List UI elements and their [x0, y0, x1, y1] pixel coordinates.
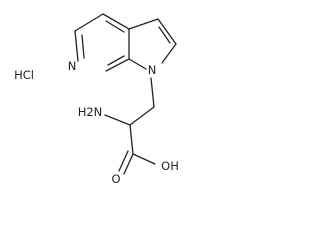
bond — [129, 106, 155, 126]
double-bond — [158, 26, 171, 44]
double-bond — [123, 153, 134, 175]
bond — [74, 30, 79, 62]
molecule-drawing: N N HCl H2N O OH — [14, 13, 179, 186]
bond — [157, 18, 177, 45]
pyrrole-nitrogen-label: N — [148, 63, 157, 77]
bond — [128, 18, 159, 30]
hcl-label: HCl — [14, 68, 34, 82]
double-bond — [118, 150, 129, 172]
bond — [102, 13, 130, 30]
carbonyl-oxygen-label: O — [111, 172, 120, 186]
bond — [105, 58, 130, 72]
chemical-structure-diagram: N N HCl H2N O OH — [14, 13, 179, 186]
double-bond — [107, 55, 125, 66]
hydroxyl-label: OH — [161, 159, 179, 173]
pyridine-nitrogen-label: N — [68, 59, 77, 73]
atom-labels: N N HCl H2N O OH — [14, 59, 179, 186]
bond — [104, 114, 131, 126]
bond — [150, 77, 155, 108]
bond — [129, 124, 134, 155]
double-bond — [81, 34, 85, 59]
double-bond — [105, 20, 125, 33]
bond — [128, 58, 147, 70]
bond — [161, 43, 177, 64]
amine-label: H2N — [78, 105, 103, 119]
bond — [74, 13, 104, 32]
bond — [132, 153, 156, 165]
